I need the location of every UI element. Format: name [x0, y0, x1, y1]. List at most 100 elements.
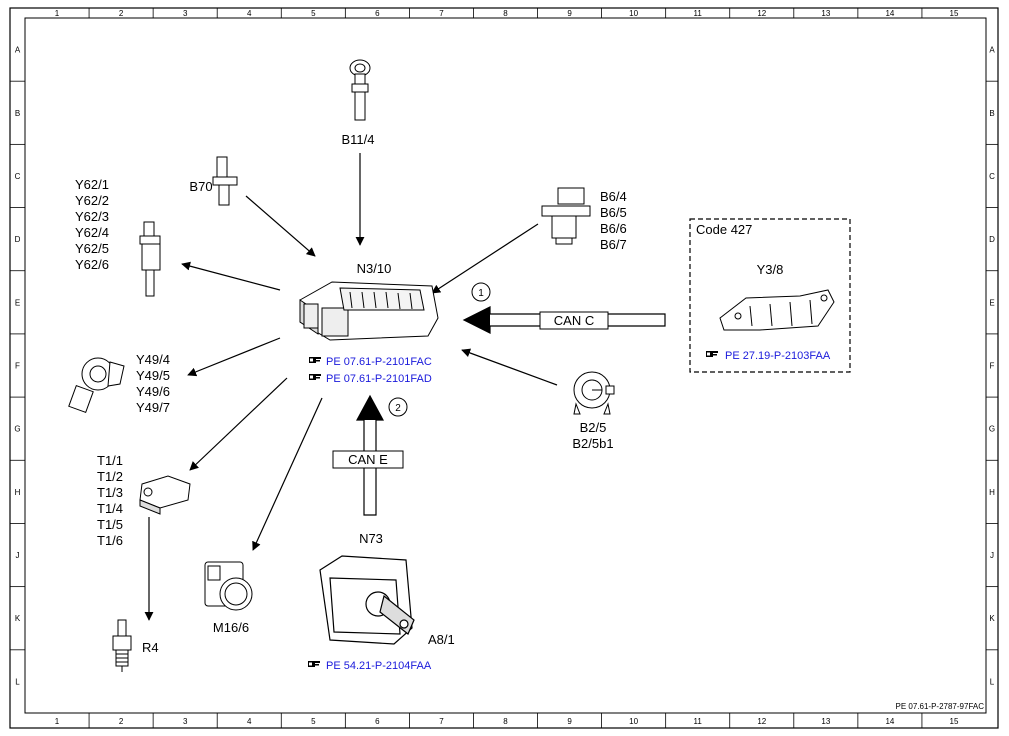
can-e-bus: CAN E 2: [332, 394, 408, 516]
grid-row-label: K: [15, 614, 21, 623]
ecu-ref-1-link[interactable]: PE 07.61-P-2101FAC: [326, 356, 432, 368]
grid-row-label: F: [990, 362, 995, 371]
grid-row-label: C: [15, 172, 21, 181]
arrow-b70-to-ecu: [245, 195, 316, 257]
grid-row-label: G: [989, 425, 995, 434]
grid-column-label: 10: [629, 9, 638, 18]
can-c-label: CAN C: [554, 313, 594, 328]
y62-label-1: Y62/1: [75, 177, 109, 192]
grid-row-label: A: [15, 46, 21, 55]
arrow-ecu-to-y62: [181, 261, 281, 291]
grid-row-label: H: [989, 488, 995, 497]
grid-row-label: C: [989, 172, 995, 181]
y49-label-3: Y49/6: [136, 384, 170, 399]
grid-column-label: 1: [55, 717, 60, 726]
arrow-ecu-to-m16-6: [252, 397, 323, 551]
y62-label-2: Y62/2: [75, 193, 109, 208]
grid-column-label: 7: [439, 9, 444, 18]
y62-label-6: Y62/6: [75, 257, 109, 272]
component-m16-6: M16/6: [204, 561, 253, 635]
component-y62: Y62/1 Y62/2 Y62/3 Y62/4 Y62/5 Y62/6: [75, 177, 161, 297]
ecu-ref-1-hand-icon: [309, 357, 321, 363]
can-e-label: CAN E: [348, 452, 388, 467]
component-b6: B6/4 B6/5 B6/6 B6/7: [541, 187, 627, 252]
grid-column-label: 2: [119, 9, 124, 18]
grid-column-label: 10: [629, 717, 638, 726]
n73-ref-link[interactable]: PE 54.21-P-2104FAA: [326, 660, 432, 672]
b70-label: B70: [189, 179, 212, 194]
can-e-marker: 2: [395, 403, 401, 414]
can-c-marker: 1: [478, 288, 484, 299]
y3-8-transmission-control-icon: [719, 289, 835, 331]
component-b11-4: B11/4: [341, 59, 375, 147]
y3-8-ref-link[interactable]: PE 27.19-P-2103FAA: [725, 350, 831, 362]
signal-arrows: [144, 153, 558, 621]
grid-column-label: 9: [567, 9, 572, 18]
grid-column-label: 11: [694, 717, 703, 726]
component-n73: N73 A8/1 PE 54.21-P-2104FAA: [308, 531, 455, 672]
arrow-b2-5-to-ecu: [461, 348, 558, 386]
grid-column-label: 15: [950, 717, 959, 726]
b11-4-label: B11/4: [341, 132, 374, 147]
grid-row-label: G: [14, 425, 20, 434]
y62-injector-icon: [139, 221, 161, 297]
document-number: PE 07.61-P-2787-97FAC: [896, 702, 985, 711]
component-r4: R4: [112, 619, 159, 672]
t1-label-3: T1/3: [97, 485, 123, 500]
arrow-b6-to-ecu: [431, 223, 539, 294]
component-b2-5: B2/5 B2/5b1: [572, 371, 615, 451]
y62-label-5: Y62/5: [75, 241, 109, 256]
arrow-ecu-to-y49: [187, 337, 281, 377]
grid-column-label: 6: [375, 717, 380, 726]
t1-label-5: T1/5: [97, 517, 123, 532]
can-c-bus: CAN C 1: [462, 282, 666, 334]
grid-column-label: 8: [503, 717, 508, 726]
y3-8-label: Y3/8: [757, 262, 784, 277]
a8-1-label: A8/1: [428, 632, 455, 647]
ecu-n3-10: N3/10 PE 07.61-P-2101FAC PE 07.61-P-2101…: [299, 261, 439, 385]
ecu-icon: [299, 281, 439, 341]
b2-5-maf-sensor-icon: [573, 371, 615, 415]
m16-6-label: M16/6: [213, 620, 249, 635]
code-427-title: Code 427: [696, 222, 752, 237]
b6-label-3: B6/6: [600, 221, 627, 236]
b6-label-4: B6/7: [600, 237, 627, 252]
grid-column-label: 4: [247, 9, 252, 18]
y49-solenoid-icon: [68, 357, 125, 414]
grid-row-label: J: [16, 551, 20, 560]
b6-sensor-icon: [541, 187, 591, 245]
y49-label-1: Y49/4: [136, 352, 170, 367]
n73-ref-hand-icon: [308, 661, 320, 667]
ecu-ref-2-link[interactable]: PE 07.61-P-2101FAD: [326, 373, 432, 385]
grid-column-label: 14: [885, 717, 894, 726]
grid-row-label: F: [15, 362, 20, 371]
grid-column-label: 3: [183, 9, 188, 18]
y62-label-3: Y62/3: [75, 209, 109, 224]
grid-column-label: 4: [247, 717, 252, 726]
n73-ignition-switch-icon: [319, 555, 415, 645]
sheet-frame: [9, 7, 999, 729]
r4-spark-plug-icon: [112, 619, 132, 672]
b11-4-sensor-icon: [349, 59, 371, 121]
grid-row-label: E: [15, 298, 20, 307]
grid-row-label: A: [989, 46, 995, 55]
grid-column-label: 14: [885, 9, 894, 18]
grid-row-label: B: [15, 109, 20, 118]
n73-label: N73: [359, 531, 383, 546]
grid-column-label: 15: [950, 9, 959, 18]
r4-label: R4: [142, 640, 159, 655]
component-y49: Y49/4 Y49/5 Y49/6 Y49/7: [68, 352, 170, 415]
t1-label-4: T1/4: [97, 501, 123, 516]
grid-column-label: 1: [55, 9, 60, 18]
grid-column-label: 6: [375, 9, 380, 18]
t1-label-1: T1/1: [97, 453, 123, 468]
t1-label-2: T1/2: [97, 469, 123, 484]
grid-column-label: 5: [311, 717, 316, 726]
y62-label-4: Y62/4: [75, 225, 109, 240]
grid-row-label: H: [15, 488, 21, 497]
grid-column-label: 13: [821, 9, 830, 18]
component-t1: T1/1 T1/2 T1/3 T1/4 T1/5 T1/6: [97, 453, 191, 548]
grid-column-label: 12: [757, 9, 766, 18]
